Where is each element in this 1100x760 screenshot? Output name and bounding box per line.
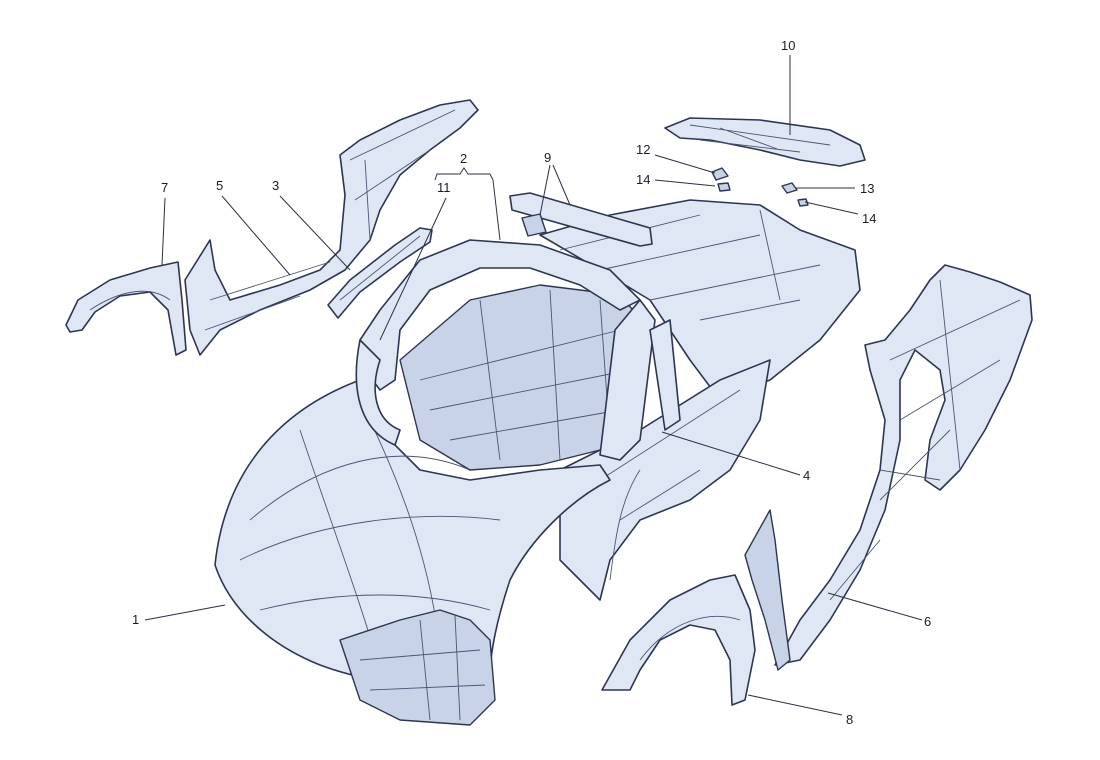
callout-14-upper: 14: [636, 172, 650, 187]
callout-2: 2: [460, 151, 467, 166]
callout-12: 12: [636, 142, 650, 157]
callout-3: 3: [272, 178, 279, 193]
callout-13: 13: [860, 181, 874, 196]
part-8-right-front-fender: [601, 509, 791, 706]
callout-11: 11: [437, 180, 451, 195]
callout-1: 1: [132, 612, 139, 627]
part-10-rear-spoiler: [664, 117, 866, 167]
part-6-right-side-frame: [774, 264, 1033, 666]
callout-5: 5: [216, 178, 223, 193]
callout-labels: 1 2 3 4 5 6 7 8 9 10 11 12 13 14 14: [132, 38, 931, 727]
callout-14-lower: 14: [862, 211, 876, 226]
callout-10: 10: [781, 38, 795, 53]
part-3-sill-strip: [327, 227, 433, 319]
part-7-left-front-fender: [65, 261, 187, 356]
small-clips: [711, 167, 809, 207]
callout-8: 8: [846, 712, 853, 727]
main-body-shell: [214, 199, 861, 726]
part-9-cross-member: [509, 192, 653, 247]
callout-4: 4: [803, 468, 810, 483]
leader-lines: [144, 55, 923, 716]
callout-9: 9: [544, 150, 551, 165]
part-5-left-side-frame: [184, 99, 479, 356]
callout-7: 7: [161, 180, 168, 195]
callout-6: 6: [924, 614, 931, 629]
